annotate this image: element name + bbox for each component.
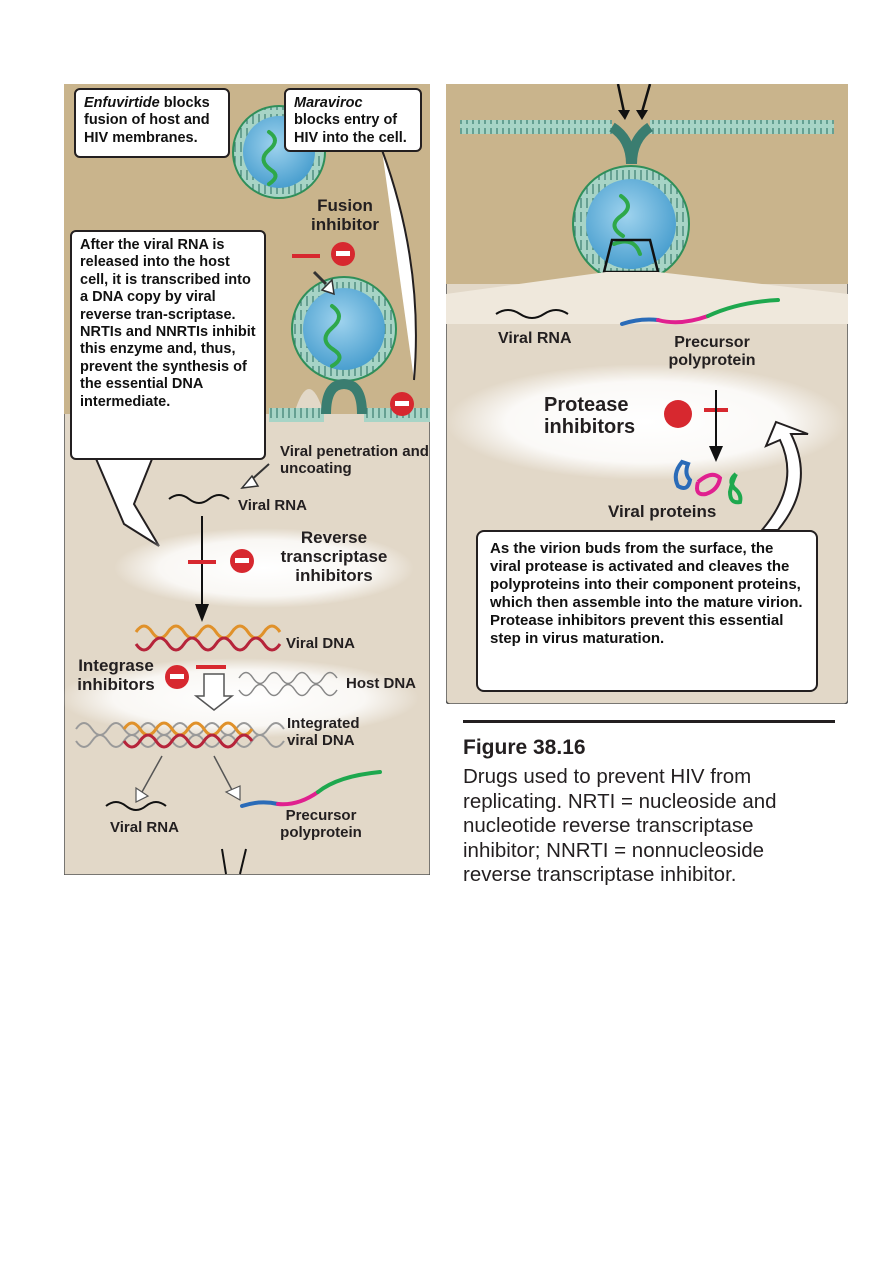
viral-rna-strand bbox=[168, 494, 230, 504]
protease-callout: As the virion buds from the surface, the… bbox=[476, 530, 818, 692]
left-panel: Enfuvirtide blocks fusion of host and HI… bbox=[64, 84, 430, 875]
figure-title: Figure 38.16 bbox=[463, 736, 586, 759]
rt-callout-text: After the viral RNA is released into the… bbox=[80, 237, 256, 410]
host-dna-label: Host DNA bbox=[346, 675, 416, 692]
budding-virion bbox=[572, 165, 690, 283]
host-membrane bbox=[269, 408, 324, 422]
protease-inhibitors-label: Protease inhibitors bbox=[544, 394, 636, 439]
figure-caption: Drugs used to prevent HIV from replicati… bbox=[463, 765, 777, 887]
viral-rna-bottom-strand bbox=[105, 801, 167, 811]
precursor-polyprotein-bottom-label: Precursor polyprotein bbox=[280, 807, 362, 841]
integrated-dna-helix bbox=[75, 721, 285, 749]
viral-rna-bottom-label: Viral RNA bbox=[110, 819, 179, 836]
host-dna-helix bbox=[238, 671, 338, 697]
enfuvirtide-callout: Enfuvirtide blocks fusion of host and HI… bbox=[74, 88, 230, 158]
viral-rna-label: Viral RNA bbox=[238, 497, 307, 514]
protease-inhibitor-icon bbox=[664, 400, 692, 428]
rt-inhibitors-label: Reverse transcriptase inhibitors bbox=[280, 528, 388, 586]
cell-membrane bbox=[460, 120, 612, 134]
viral-proteins-label: Viral proteins bbox=[608, 502, 717, 521]
polyprotein-bottom bbox=[240, 800, 280, 808]
viral-rna-label-right: Viral RNA bbox=[498, 330, 572, 347]
maraviroc-text: blocks entry of HIV into the cell. bbox=[294, 112, 407, 146]
maraviroc-drug-name: Maraviroc bbox=[294, 95, 363, 111]
polyprotein-right bbox=[620, 317, 660, 326]
viral-dna-label: Viral DNA bbox=[286, 635, 355, 652]
maraviroc-callout: Maraviroc blocks entry of HIV into the c… bbox=[284, 88, 422, 152]
integrase-inhibitors-label: Integrase inhibitors bbox=[77, 656, 155, 695]
caption-rule bbox=[463, 720, 835, 723]
enfuvirtide-text: blocks fusion of host and HIV membranes. bbox=[84, 95, 210, 146]
left-panel-artwork bbox=[64, 84, 430, 875]
viral-rna-strand-right bbox=[495, 309, 569, 319]
virion-fusing bbox=[291, 276, 397, 382]
viral-proteins-graphic bbox=[673, 459, 743, 505]
viral-dna-helix bbox=[134, 624, 282, 652]
enfuvirtide-drug-name: Enfuvirtide bbox=[84, 95, 160, 111]
right-panel: Viral RNA Precursor polyprotein Protease… bbox=[446, 84, 848, 704]
viral-penetration-label: Viral penetration and uncoating bbox=[280, 443, 429, 477]
integrated-viral-dna-label: Integrated viral DNA bbox=[287, 715, 360, 749]
precursor-polyprotein-label-right: Precursor polyprotein bbox=[668, 334, 756, 369]
protease-callout-text: As the virion buds from the surface, the… bbox=[490, 540, 803, 647]
fusion-inhibitor-label: Fusion inhibitor bbox=[311, 196, 379, 235]
rt-callout: After the viral RNA is released into the… bbox=[70, 230, 266, 460]
